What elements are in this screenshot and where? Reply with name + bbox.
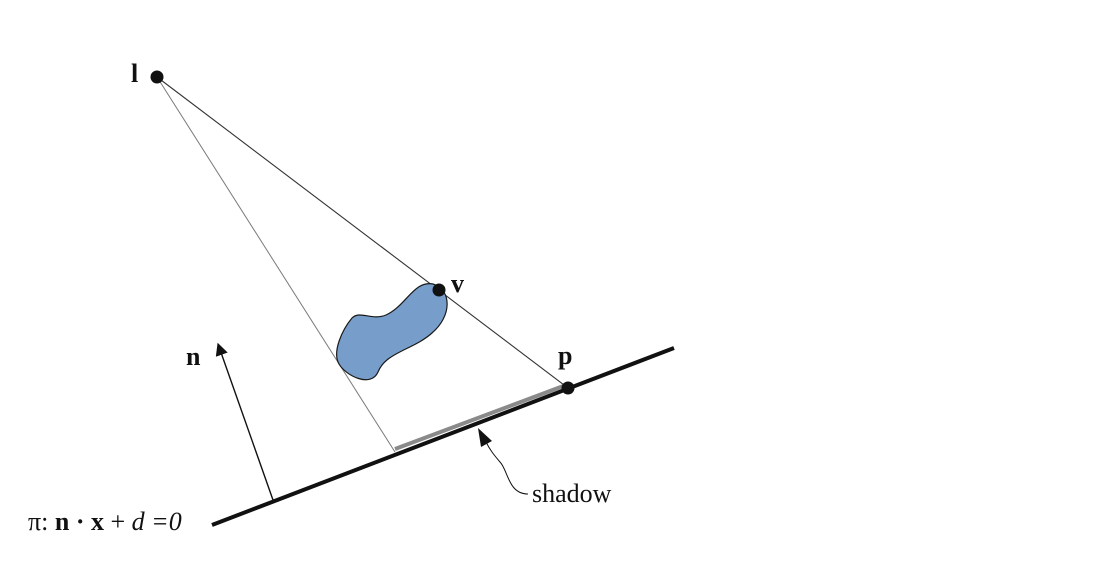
ray-light-through-v-to-p [156, 76, 569, 389]
light-point [150, 70, 164, 84]
shadow-leader-line [485, 441, 529, 495]
plane-plus: + [111, 507, 126, 536]
occluder-blob [336, 283, 448, 381]
normal-label: n [186, 342, 201, 371]
shadow-leader-arrowhead-icon [478, 428, 492, 447]
plane-dot: · [76, 507, 85, 536]
projected-point [561, 381, 575, 395]
plane-d: d [132, 507, 146, 536]
plane-x: x [91, 507, 104, 536]
plane-eq: =0 [151, 507, 182, 536]
light-label: l [131, 59, 138, 88]
vertex-label: v [451, 269, 464, 298]
normal-arrow [215, 342, 274, 501]
ray-light-to-shadow-start [156, 76, 396, 453]
vertex-point [432, 283, 446, 297]
plane-equation-label: π: n · x + d =0 [28, 507, 182, 536]
plane-prefix: π: [28, 507, 55, 536]
shadow-label: shadow [532, 479, 612, 508]
plane-line [211, 346, 675, 527]
plane-n: n [55, 507, 70, 536]
projected-point-label: p [558, 341, 572, 370]
shadow-segment [394, 383, 567, 451]
